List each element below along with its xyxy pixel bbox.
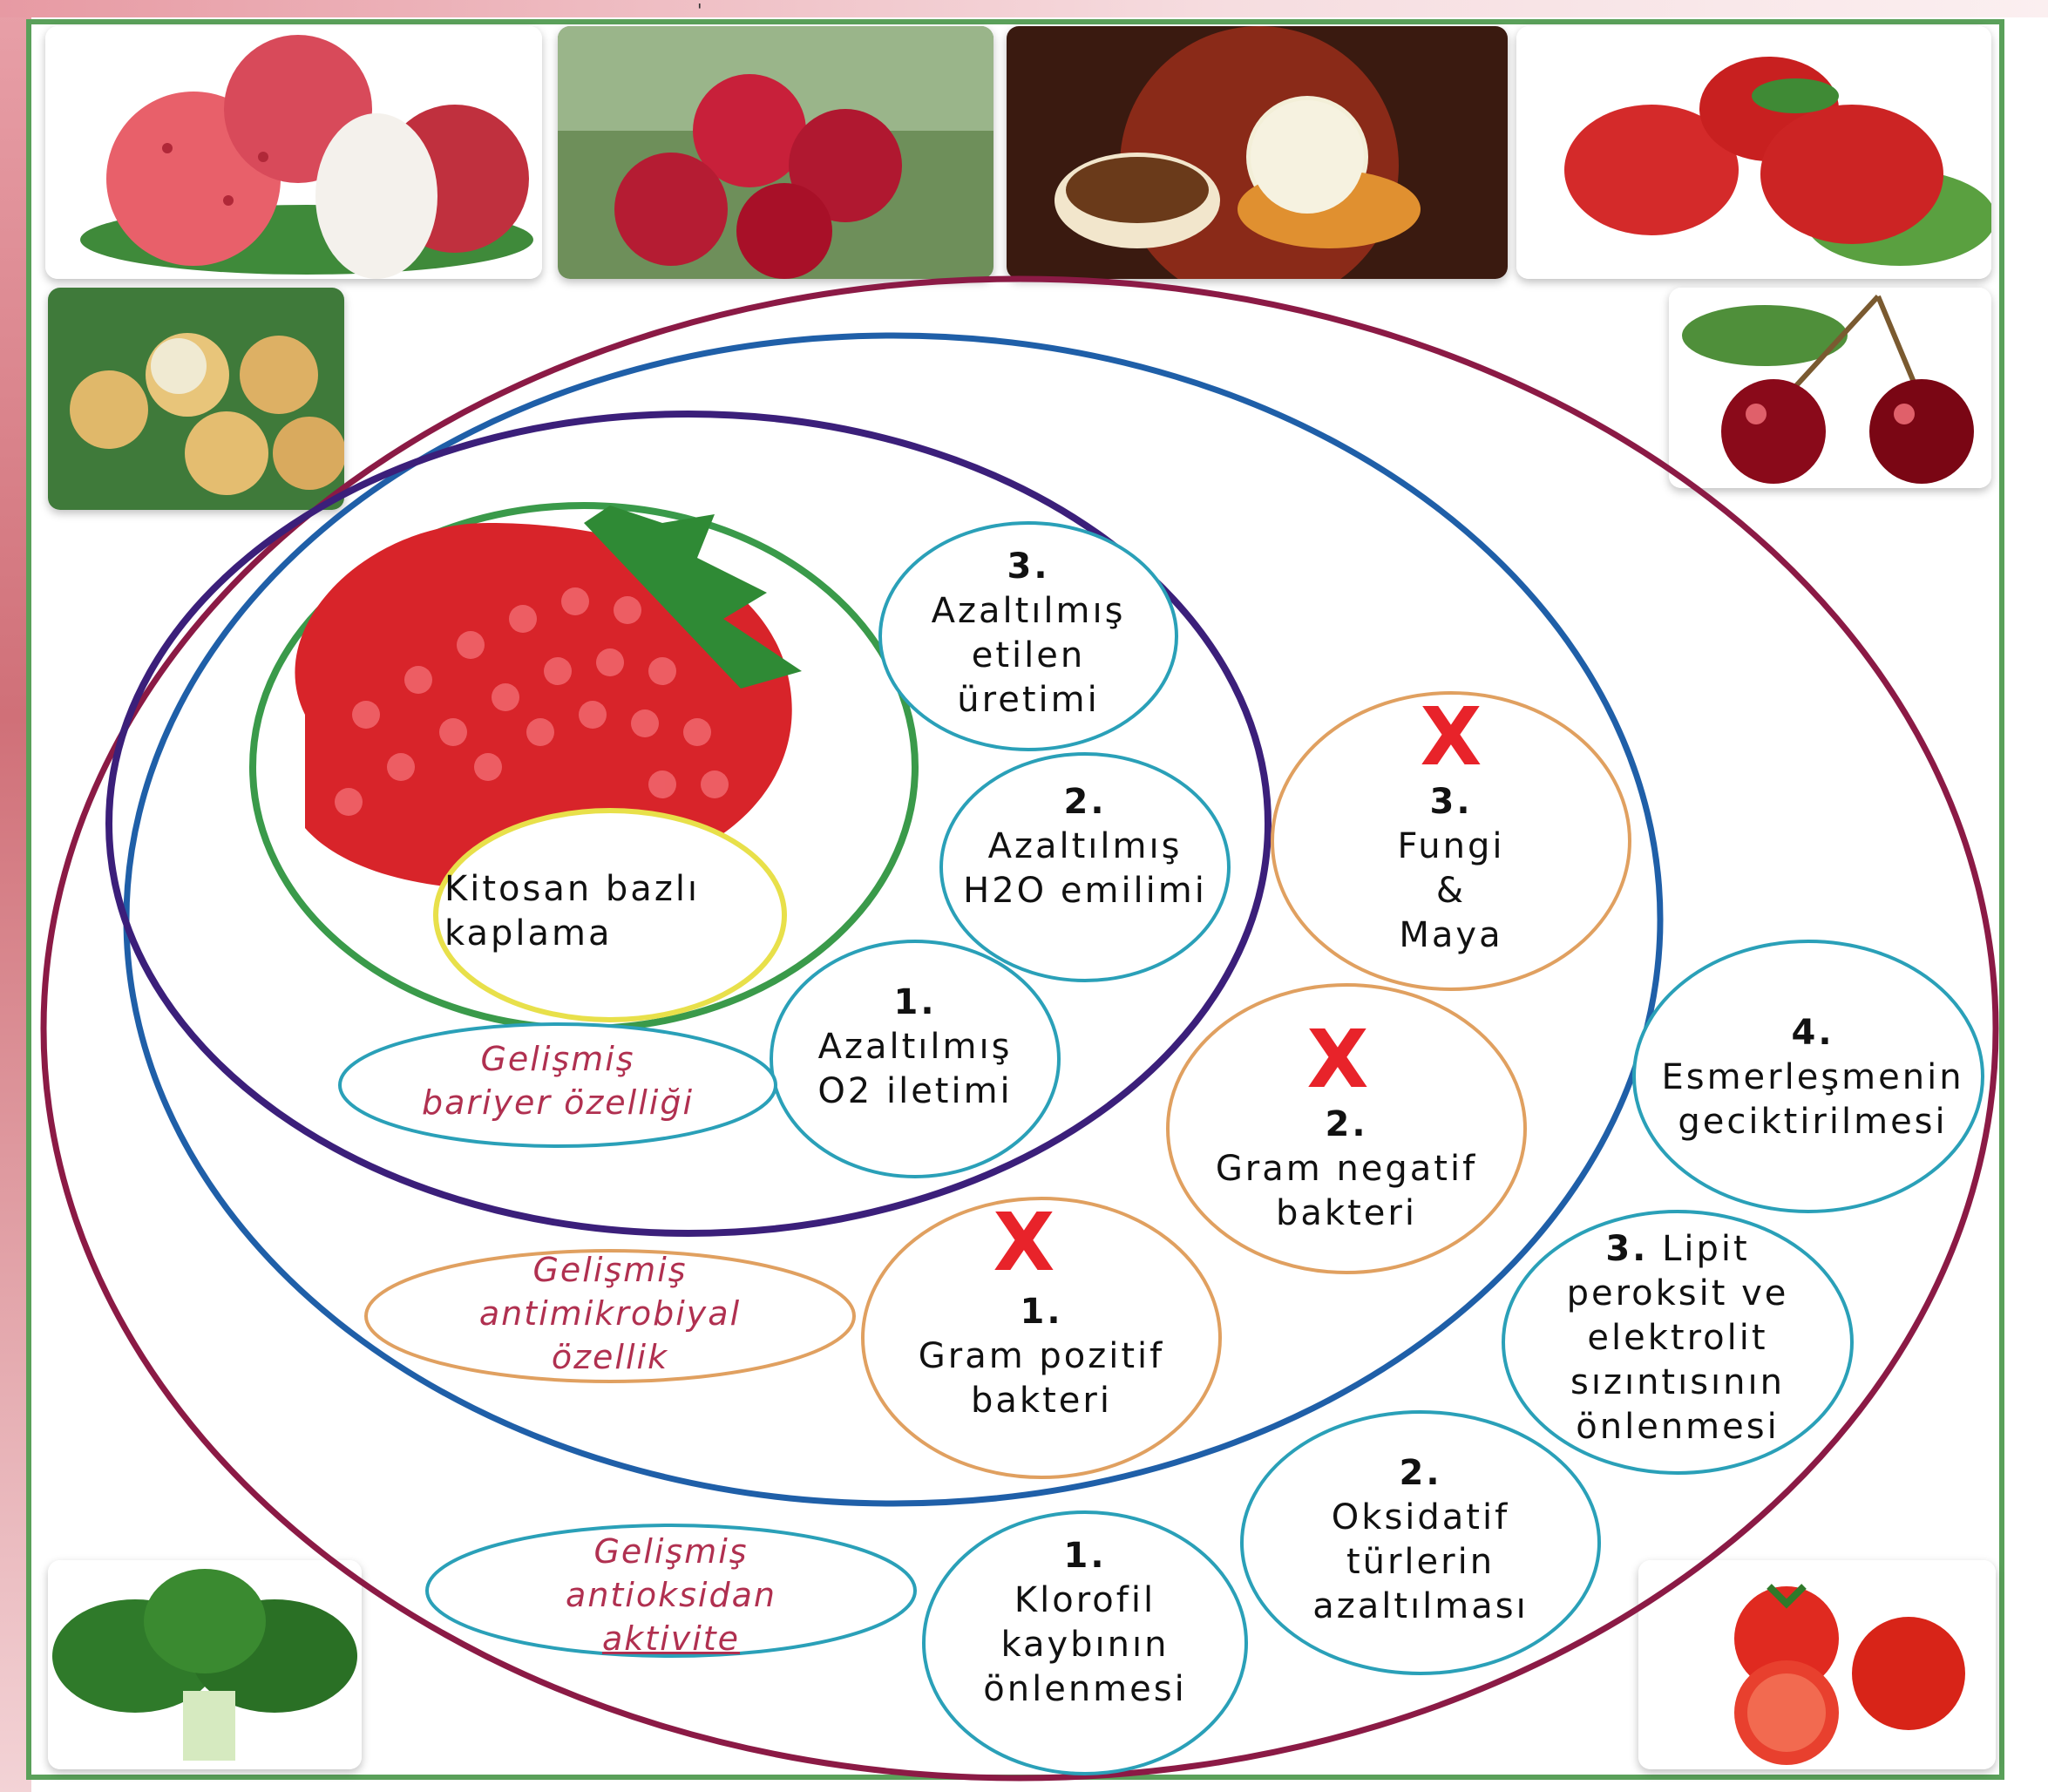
- antioxidant-item-2-num: 2.: [1255, 1451, 1586, 1496]
- antimicrobial-item-1: 1. Gram pozitif bakteri: [876, 1290, 1207, 1423]
- antimicrobial-item-1-line-1: Gram pozitif: [876, 1334, 1207, 1379]
- antimicrobial-title: Gelişmiş antimikrobiyal özellik: [383, 1248, 837, 1379]
- barrier-item-3-line-2: etilen: [880, 634, 1177, 678]
- antioxidant-title-line-1: Gelişmiş: [436, 1530, 906, 1573]
- antioxidant-item-3-line-5: önlenmesi: [1521, 1405, 1834, 1449]
- antioxidant-item-2: 2. Oksidatif türlerin azaltılması: [1255, 1451, 1586, 1629]
- antimicrobial-item-1-x-icon: X: [972, 1203, 1076, 1283]
- barrier-item-1-num: 1.: [767, 981, 1063, 1025]
- antioxidant-title: Gelişmiş antioksidan aktivite: [436, 1530, 906, 1660]
- barrier-item-2-num: 2.: [937, 780, 1233, 825]
- barrier-item-2-line-2: H2O emilimi: [937, 869, 1233, 913]
- antioxidant-item-2-line-2: türlerin: [1255, 1540, 1586, 1585]
- antioxidant-item-4: 4. Esmerleşmenin geciktirilmesi: [1630, 1011, 1996, 1144]
- antioxidant-item-2-line-1: Oksidatif: [1255, 1496, 1586, 1540]
- barrier-item-3-num: 3.: [880, 545, 1177, 589]
- barrier-title-line-2: bariyer özelliği: [357, 1081, 758, 1124]
- antimicrobial-item-3-num: 3.: [1294, 780, 1608, 825]
- antimicrobial-item-2: 2. Gram negatif bakteri: [1181, 1103, 1512, 1236]
- antioxidant-item-1-num: 1.: [937, 1534, 1233, 1578]
- antioxidant-item-2-line-3: azaltılması: [1255, 1585, 1586, 1629]
- antioxidant-item-3: 3. Lipit peroksit ve elektrolit sızıntıs…: [1521, 1227, 1834, 1449]
- antimicrobial-title-line-1: Gelişmiş: [383, 1248, 837, 1292]
- antioxidant-item-4-line-1: Esmerleşmenin: [1630, 1056, 1996, 1100]
- antimicrobial-item-3-line-1: Fungi: [1294, 825, 1608, 869]
- antioxidant-item-1-line-1: Klorofil: [937, 1578, 1233, 1623]
- antioxidant-item-3-line-1: Lipit: [1662, 1229, 1750, 1269]
- coating-label: Kitosan bazlı kaplama: [444, 867, 776, 956]
- coating-line-1: Kitosan bazlı: [444, 867, 776, 912]
- antimicrobial-item-1-num: 1.: [876, 1290, 1207, 1334]
- barrier-item-2: 2. Azaltılmış H2O emilimi: [937, 780, 1233, 913]
- antioxidant-item-1: 1. Klorofil kaybının önlenmesi: [937, 1534, 1233, 1712]
- antioxidant-item-3-line-4: sızıntısının: [1521, 1361, 1834, 1405]
- antimicrobial-item-1-line-2: bakteri: [876, 1379, 1207, 1423]
- antioxidant-item-1-line-2: kaybının: [937, 1623, 1233, 1667]
- barrier-item-1: 1. Azaltılmış O2 iletimi: [767, 981, 1063, 1114]
- antioxidant-item-4-num: 4.: [1630, 1011, 1996, 1056]
- barrier-item-3: 3. Azaltılmış etilen üretimi: [880, 545, 1177, 723]
- antimicrobial-item-3-line-2: &: [1294, 869, 1608, 913]
- antioxidant-item-4-line-2: geciktirilmesi: [1630, 1100, 1996, 1144]
- antimicrobial-item-2-num: 2.: [1181, 1103, 1512, 1147]
- antimicrobial-title-line-3: özellik: [383, 1335, 837, 1379]
- barrier-item-2-line-1: Azaltılmış: [937, 825, 1233, 869]
- antimicrobial-item-2-x-icon: X: [1285, 1020, 1390, 1100]
- barrier-item-1-line-2: O2 iletimi: [767, 1069, 1063, 1114]
- antimicrobial-title-line-2: antimikrobiyal: [383, 1292, 837, 1335]
- barrier-item-3-line-3: üretimi: [880, 678, 1177, 723]
- antioxidant-item-3-num: 3.: [1605, 1229, 1648, 1269]
- barrier-title-line-1: Gelişmiş: [357, 1037, 758, 1081]
- antimicrobial-item-2-line-2: bakteri: [1181, 1191, 1512, 1236]
- antioxidant-title-line-2: antioksidan: [436, 1573, 906, 1617]
- antimicrobial-item-2-line-1: Gram negatif: [1181, 1147, 1512, 1191]
- antioxidant-item-3-first-line: 3. Lipit: [1521, 1227, 1834, 1272]
- antimicrobial-item-3-x-icon: X: [1399, 697, 1503, 777]
- antioxidant-item-3-line-3: elektrolit: [1521, 1316, 1834, 1361]
- barrier-item-1-line-1: Azaltılmış: [767, 1025, 1063, 1069]
- coating-line-2: kaplama: [444, 912, 776, 956]
- barrier-title: Gelişmiş bariyer özelliği: [357, 1037, 758, 1124]
- barrier-item-3-line-1: Azaltılmış: [880, 589, 1177, 634]
- antioxidant-title-line-3: aktivite: [436, 1617, 906, 1660]
- antimicrobial-item-3: 3. Fungi & Maya: [1294, 780, 1608, 958]
- antioxidant-item-1-line-3: önlenmesi: [937, 1667, 1233, 1712]
- antimicrobial-item-3-line-3: Maya: [1294, 913, 1608, 958]
- antioxidant-item-3-line-2: peroksit ve: [1521, 1272, 1834, 1316]
